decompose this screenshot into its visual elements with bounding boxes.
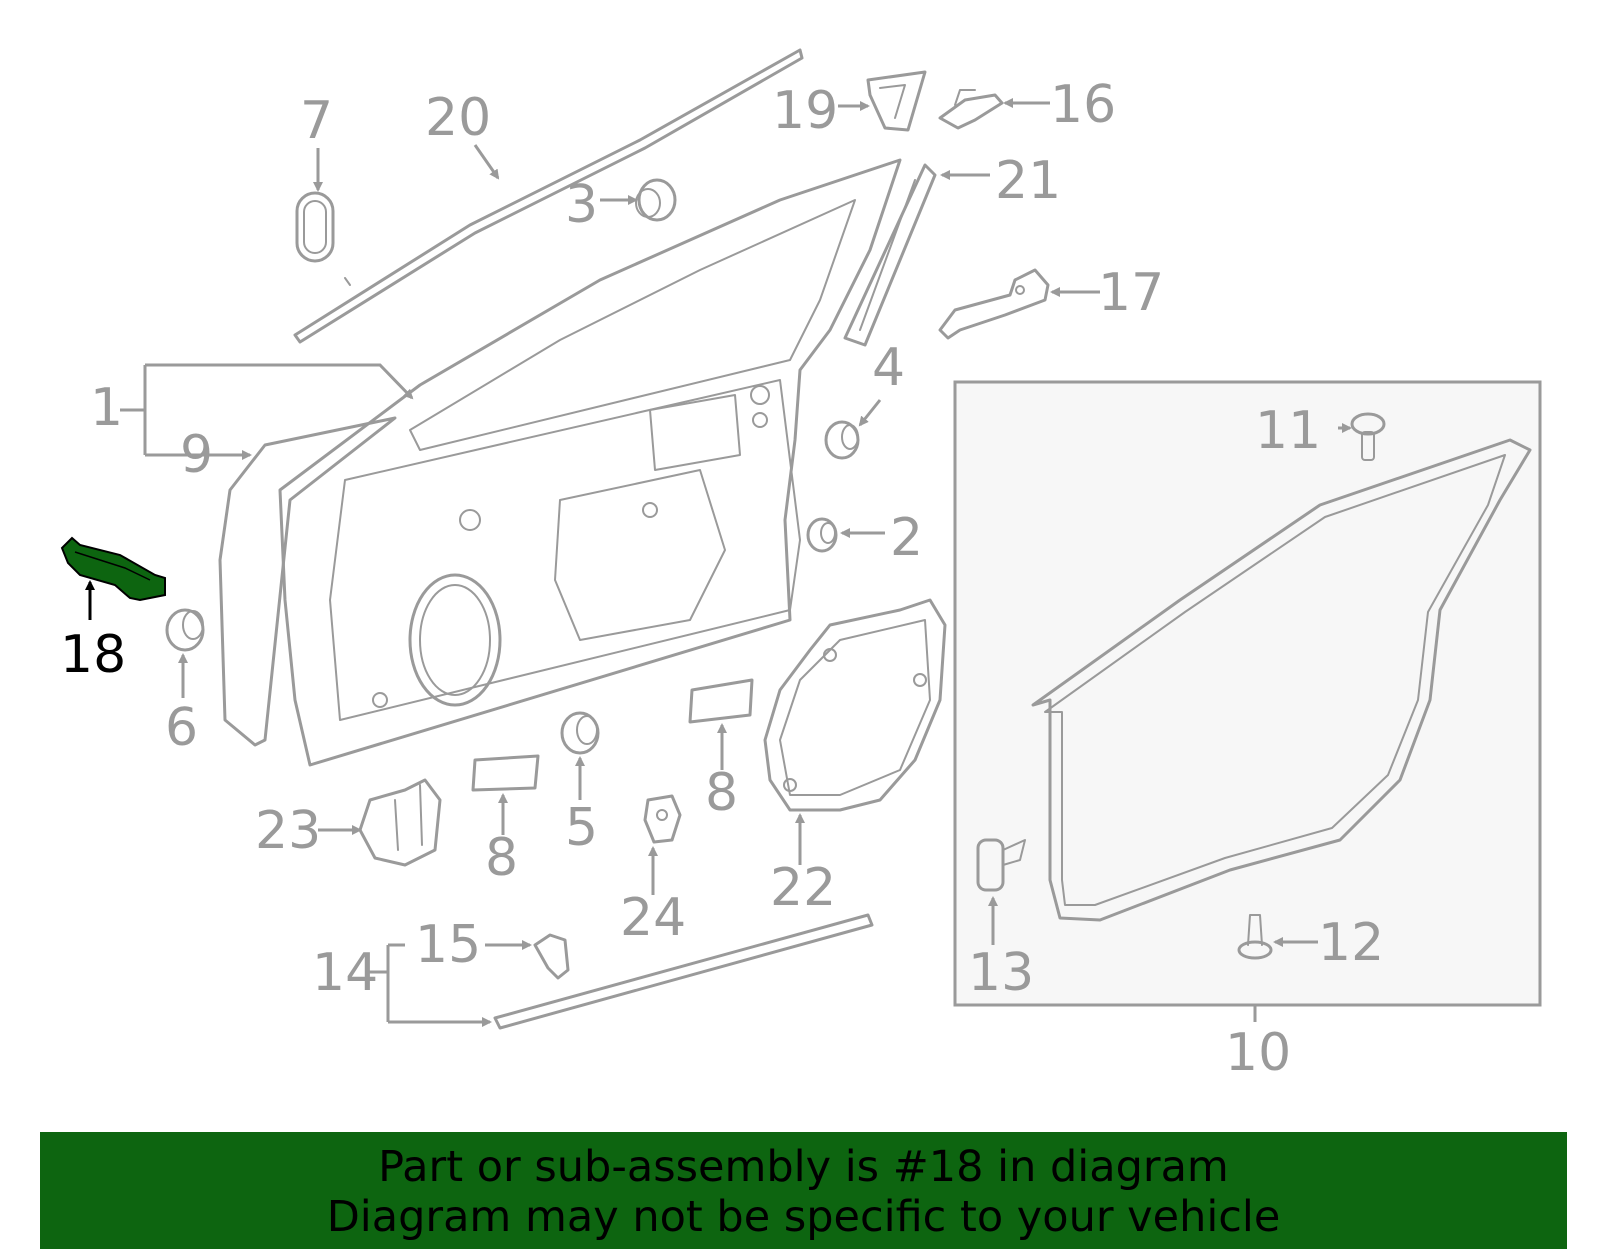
part-15-clip: [533, 933, 570, 980]
part-9-panel: [218, 416, 397, 747]
callout-15: 15: [415, 915, 481, 975]
callout-9: 9: [180, 425, 213, 485]
callout-8a: 8: [705, 763, 738, 823]
callout-6: 6: [165, 698, 198, 758]
callout-2: 2: [890, 508, 923, 568]
callout-17: 17: [1098, 263, 1164, 323]
part-22-cover: [763, 598, 947, 812]
callout-20: 20: [425, 88, 491, 148]
part-6-grommet: [165, 608, 205, 652]
leader-lines: [85, 98, 1352, 1022]
part-24-clip: [643, 794, 682, 844]
banner-line-1: Part or sub-assembly is #18 in diagram: [378, 1142, 1229, 1192]
part-17-bracket: [938, 268, 1050, 340]
callout-7: 7: [300, 91, 333, 151]
part-10-kit-box: [953, 380, 1542, 1007]
part-11-pin: [1350, 412, 1386, 461]
part-1-door-shell: [278, 158, 902, 767]
info-banner: Part or sub-assembly is #18 in diagram D…: [40, 1132, 1567, 1249]
callout-11: 11: [1255, 401, 1321, 461]
callout-18: 18: [60, 625, 126, 685]
part-13-clip: [976, 838, 1026, 892]
part-8-sheet-a: [688, 678, 754, 724]
callout-16: 16: [1050, 75, 1116, 135]
callout-23: 23: [255, 801, 321, 861]
callout-19: 19: [772, 81, 838, 141]
part-23-lock: [358, 778, 442, 867]
callout-14: 14: [312, 943, 378, 1003]
part-8-sheet-b: [471, 754, 540, 792]
callout-13: 13: [968, 943, 1034, 1003]
callout-22: 22: [770, 858, 836, 918]
part-5-grommet: [560, 711, 600, 755]
part-18-highlighted: [60, 536, 166, 602]
part-2-grommet: [806, 517, 838, 553]
part-12-clip: [1237, 914, 1273, 960]
callout-21: 21: [995, 151, 1061, 211]
callout-5: 5: [565, 798, 598, 858]
callout-labels: 1 2 3 4 5 6 7 8 8 9 10 11 12 13 14 15 16…: [60, 75, 1384, 1083]
callout-1: 1: [90, 378, 123, 438]
part-3-grommet: [635, 178, 677, 222]
callout-8b: 8: [485, 828, 518, 888]
callout-4: 4: [872, 338, 905, 398]
part-19-corner-piece: [866, 70, 927, 132]
callout-10: 10: [1225, 1023, 1291, 1083]
callout-3: 3: [565, 175, 598, 235]
callout-12: 12: [1318, 913, 1384, 973]
callout-24: 24: [620, 888, 686, 948]
part-16-bracket: [938, 89, 1004, 130]
part-7-plug: [295, 191, 335, 263]
part-4-grommet: [824, 420, 860, 460]
banner-line-2: Diagram may not be specific to your vehi…: [326, 1192, 1281, 1242]
part-21-trim: [843, 163, 937, 347]
part-20-molding: [293, 48, 804, 344]
